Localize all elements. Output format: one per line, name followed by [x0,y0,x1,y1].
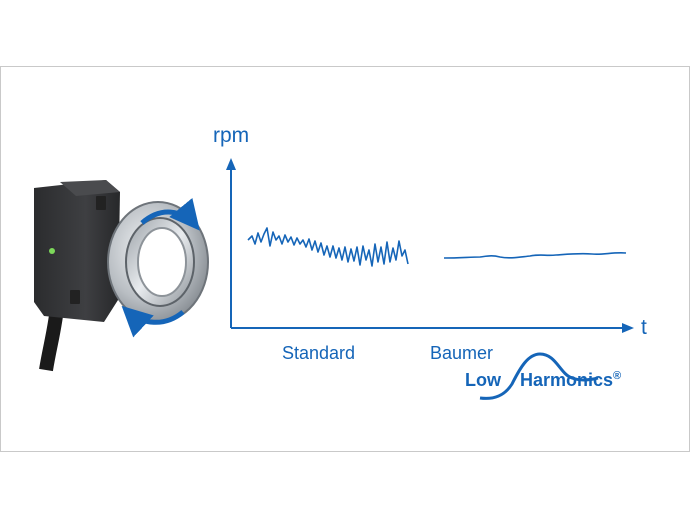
lowharmonics-signal-line [443,251,627,259]
encoder-device [34,180,209,372]
x-axis-label: t [641,316,647,339]
baumer-label: Baumer [430,343,494,363]
registered-mark: ® [613,370,622,382]
y-axis-arrow-icon [226,158,236,170]
standard-signal-line [247,227,409,267]
brand-harmonics-text: Harmonics [520,370,614,390]
rotation-arrow-icon [140,197,200,231]
wave-logo-icon [479,352,599,400]
x-axis-arrow-icon [622,323,634,333]
y-axis-label: rpm [213,124,250,147]
standard-label: Standard [282,343,356,363]
brand-low-label: Low [465,370,501,390]
chart-axes [226,158,634,333]
rotation-arrow-icon [121,305,185,338]
encoder-housing [34,180,120,322]
brand-harmonics-label: Harmonics® [520,370,621,391]
led-indicator-icon [49,248,55,254]
